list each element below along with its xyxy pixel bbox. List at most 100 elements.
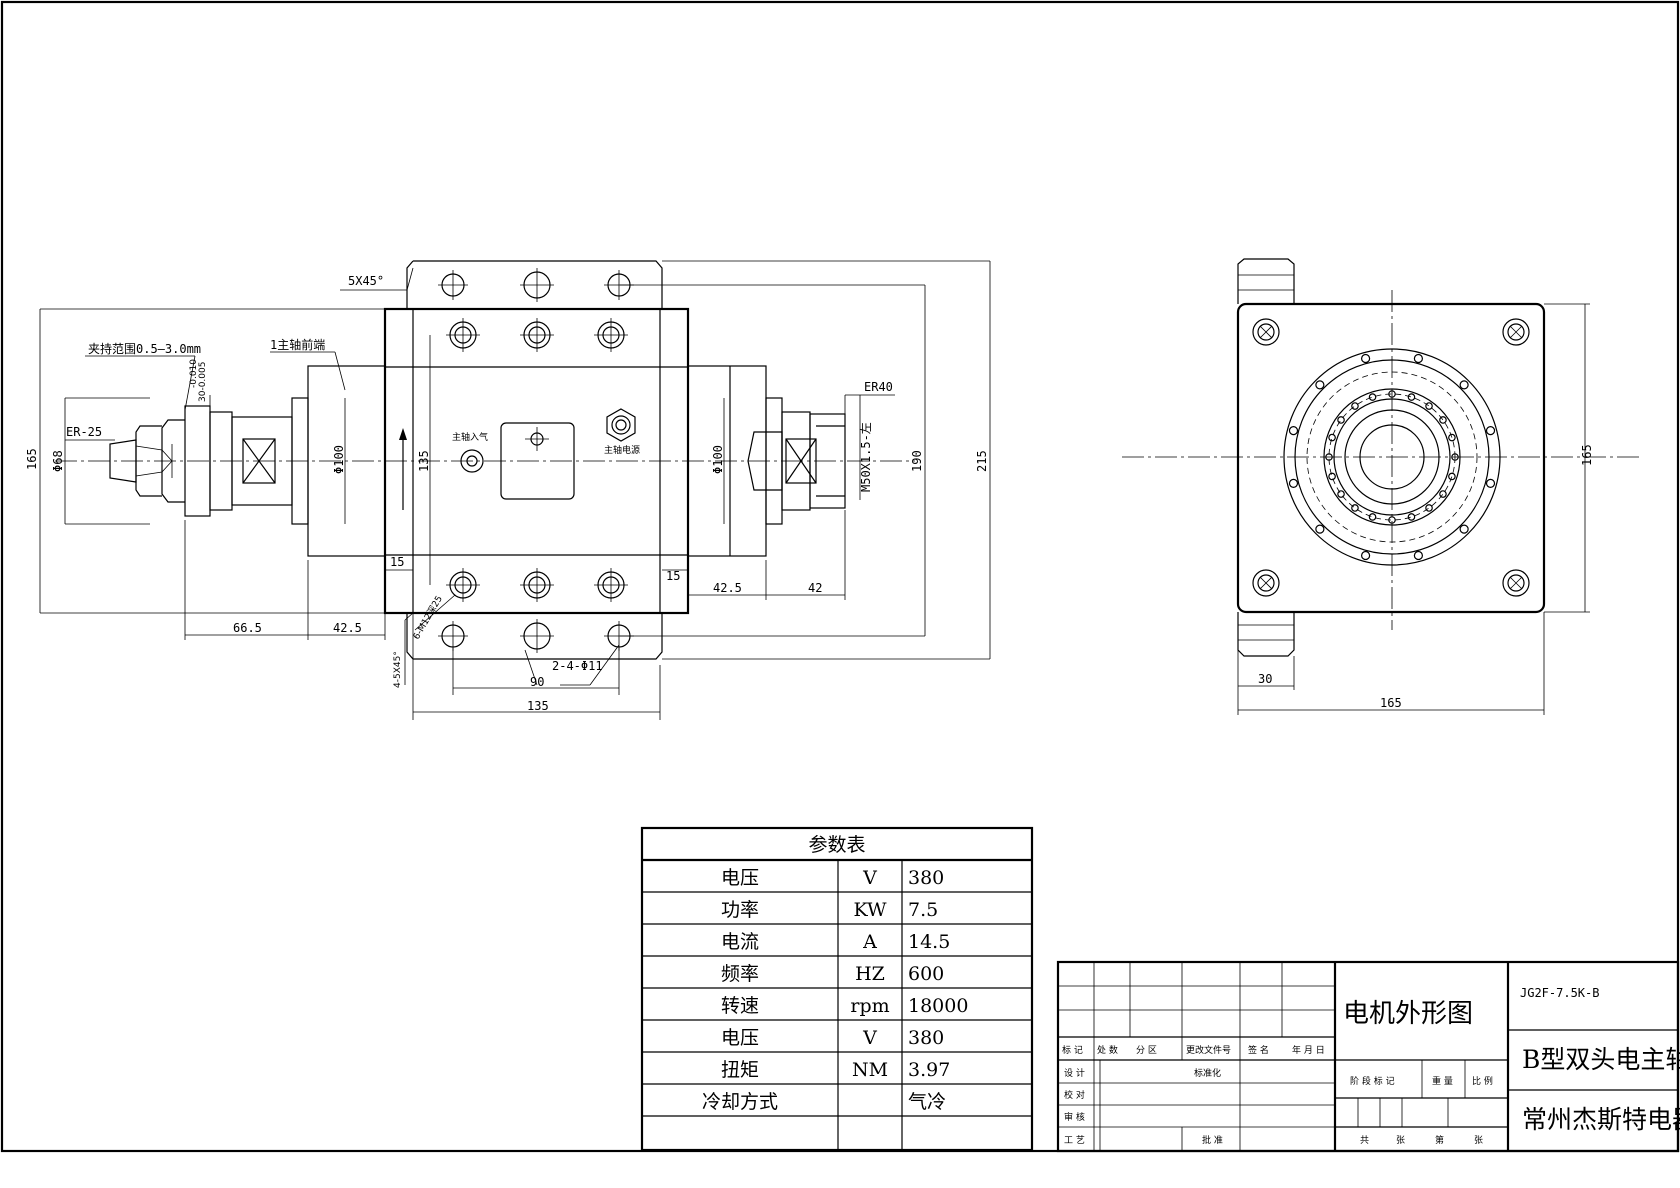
tb-header-date: 年 月 日 [1292, 1044, 1325, 1056]
param-name: 频率 [721, 963, 759, 985]
param-name: 电压 [721, 867, 759, 889]
param-value: 3.97 [908, 1059, 950, 1081]
param-name: 冷却方式 [702, 1091, 778, 1113]
inner-hole [1368, 393, 1377, 401]
tb-no: 第 [1435, 1134, 1444, 1146]
label-air-in: 主轴入气 [452, 431, 488, 443]
param-unit: rpm [850, 995, 889, 1017]
param-value: 380 [908, 1027, 944, 1049]
tb-header-count: 处 数 [1097, 1044, 1118, 1056]
param-name: 扭矩 [721, 1059, 759, 1081]
bolt-hole [1485, 478, 1496, 488]
inner-hole [1368, 513, 1377, 521]
param-unit: A [862, 931, 877, 953]
param-unit: KW [853, 899, 887, 921]
inner-hole [1448, 472, 1456, 481]
param-value: 7.5 [908, 899, 938, 921]
tb-model: JG2F-7.5K-B [1520, 986, 1599, 1000]
dim-front-end: 1主轴前端 [270, 337, 325, 352]
dim-190: 190 [910, 450, 924, 472]
side-outer-holes [1288, 353, 1496, 561]
param-value: 14.5 [908, 931, 950, 953]
dim-135-bottom: 135 [527, 699, 549, 713]
bolt-hole [1288, 426, 1299, 436]
dim-15-left: 15 [390, 555, 404, 569]
inner-hole [1425, 504, 1433, 512]
inner-hole [1451, 453, 1459, 461]
tb-review: 审 核 [1064, 1111, 1085, 1123]
inner-hole [1388, 390, 1396, 398]
tb-standardization: 标准化 [1194, 1067, 1221, 1079]
dim-66-5: 66.5 [233, 621, 262, 635]
tb-approve: 批 准 [1202, 1134, 1223, 1146]
tb-header-change-doc: 更改文件号 [1186, 1044, 1231, 1056]
tb-design: 设 计 [1064, 1067, 1085, 1079]
inner-hole [1407, 513, 1416, 521]
param-unit: HZ [855, 963, 885, 985]
param-unit: V [862, 867, 877, 889]
front-view [39, 260, 991, 720]
param-value: 600 [908, 963, 944, 985]
dim-phi68: Φ68 [51, 450, 65, 472]
bolt-hole [1413, 550, 1423, 561]
dim-42-5-left: 42.5 [333, 621, 362, 635]
dim-42: 42 [808, 581, 822, 595]
bolt-hole [1361, 550, 1371, 561]
inner-hole [1448, 433, 1456, 442]
inner-hole [1328, 433, 1336, 442]
tb-total: 共 [1360, 1135, 1369, 1146]
param-name: 功率 [721, 899, 759, 921]
title-block: 标 记 处 数 分 区 更改文件号 签 名 年 月 日 设 计 标准化 校 对 … [1056, 960, 1680, 1153]
front-view-labels: 165 Φ68 ER-25 夹持范围0.5—3.0mm 30-0.005 -0.… [25, 274, 989, 713]
dim-chamfer-bottom: 4-5X45° [393, 651, 403, 688]
dim-m12: 6-M12深25 [411, 594, 445, 642]
dim-15-right: 15 [666, 569, 680, 583]
dim-42-5-right: 42.5 [713, 581, 742, 595]
inner-hole [1425, 402, 1433, 410]
tb-sheet: 张 [1474, 1135, 1483, 1146]
inner-hole [1439, 416, 1447, 424]
tb-header-zone: 分 区 [1136, 1045, 1157, 1056]
tb-check: 校 对 [1064, 1089, 1085, 1101]
bolt-hole [1315, 380, 1325, 390]
dim-phi100-right: Φ100 [711, 445, 725, 474]
dim-clamp-range: 夹持范围0.5—3.0mm [88, 341, 201, 356]
dim-tolerance-upper: 30-0.005 [198, 362, 208, 402]
bolt-hole [1361, 353, 1371, 364]
param-name: 转速 [721, 995, 759, 1017]
param-unit: NM [852, 1059, 888, 1081]
tb-sheets: 张 [1396, 1135, 1405, 1146]
inner-hole [1351, 504, 1359, 512]
inner-hole [1325, 453, 1333, 461]
label-power: 主轴电源 [604, 444, 640, 456]
bolt-hole [1288, 478, 1299, 488]
dim-90: 90 [530, 675, 544, 689]
tb-stage-mark: 阶 段 标 记 [1350, 1075, 1395, 1087]
tb-process: 工 艺 [1064, 1135, 1085, 1146]
side-dim-165-bottom: 165 [1380, 696, 1402, 710]
tb-header-sign: 签 名 [1248, 1044, 1269, 1056]
param-name: 电流 [721, 931, 759, 953]
dim-tolerance-lower: -0.010 [189, 359, 199, 388]
dim-165: 165 [25, 448, 39, 470]
dim-215: 215 [975, 450, 989, 472]
bolt-hole [1459, 380, 1469, 390]
inner-hole [1351, 402, 1359, 410]
tb-weight: 重 量 [1432, 1075, 1453, 1087]
inner-hole [1439, 490, 1447, 498]
param-value: 380 [908, 867, 944, 889]
bolt-hole [1459, 524, 1469, 534]
tb-scale: 比 例 [1472, 1075, 1493, 1087]
inner-hole [1328, 472, 1336, 481]
dim-phi100-left: Φ100 [332, 445, 346, 474]
param-unit: V [862, 1027, 877, 1049]
dim-er40: ER40 [864, 380, 893, 394]
dim-135: 135 [417, 450, 431, 472]
tb-company: 常州杰斯特电器 [1522, 1105, 1680, 1134]
dim-thread: M50X1.5-左 [858, 422, 873, 492]
drawing-border [0, 0, 1680, 1153]
side-view: 165 30 165 [1122, 258, 1640, 715]
tb-drawing-name: 电机外形图 [1343, 999, 1473, 1029]
side-inner-holes [1325, 390, 1459, 524]
